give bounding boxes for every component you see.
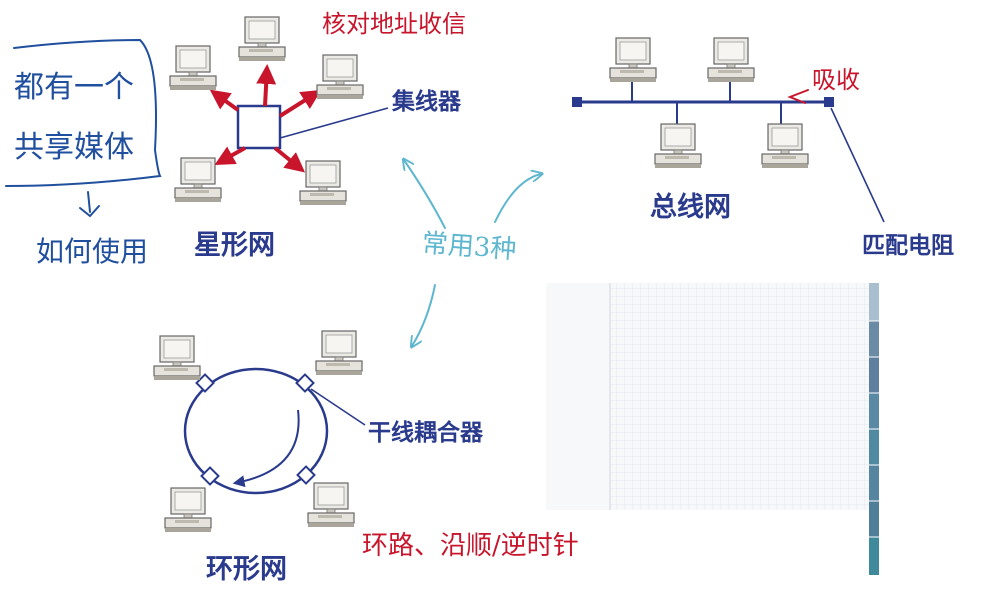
handwritten-absorb: 吸收 xyxy=(812,66,860,94)
terminator-label-pointer xyxy=(830,107,885,223)
bus-computer-4 xyxy=(761,123,809,169)
star-computer-upper-right xyxy=(316,54,364,100)
bus-terminator-right xyxy=(824,97,834,107)
ring-coupler-upper-left xyxy=(195,373,215,393)
bus-network-label: 总线网 xyxy=(650,192,731,223)
handwritten-how-to-use: 如何使用 xyxy=(36,235,149,268)
handwritten-common-three: 常用3种 xyxy=(420,228,518,266)
ring-trunk xyxy=(183,367,329,495)
handwritten-check-address: 核对地址收信 xyxy=(322,10,466,38)
star-link-top xyxy=(256,64,277,107)
ring-computer-lower-left xyxy=(164,487,212,533)
ring-direction-arrow xyxy=(232,409,300,488)
star-computer-lower-left xyxy=(174,157,222,203)
star-link-upper-right xyxy=(278,89,322,118)
ring-computer-upper-right xyxy=(315,330,363,376)
ring-computer-upper-left xyxy=(153,335,201,381)
cyan-arrow-to-ring xyxy=(412,284,436,346)
ring-coupler-lower-right xyxy=(296,465,316,485)
bracket-stroke xyxy=(5,38,162,187)
grid-paper-panel xyxy=(546,283,879,575)
star-network xyxy=(169,16,389,206)
handwritten-top-left: 都有一个共享媒体 xyxy=(14,70,134,165)
hub xyxy=(236,104,282,150)
handwritten-ring-direction: 环路、沿顺/逆时针 xyxy=(362,531,579,561)
hub-label-pointer xyxy=(279,107,389,139)
cyan-arrow-to-bus xyxy=(494,174,541,223)
ring-computer-lower-right xyxy=(307,482,355,528)
star-link-lower-left xyxy=(214,146,246,165)
down-arrow-stroke xyxy=(79,191,100,218)
star-computer-upper-left xyxy=(169,45,217,91)
ring-network-label: 环形网 xyxy=(206,554,287,585)
bus-computer-2 xyxy=(707,37,755,83)
bus-computer-3 xyxy=(654,123,702,169)
star-computer-lower-right xyxy=(299,160,347,206)
star-link-lower-right xyxy=(273,146,306,173)
ring-network xyxy=(153,330,366,533)
cyan-arrow-to-star xyxy=(404,160,446,229)
page-thumbnail-strip[interactable] xyxy=(869,283,879,575)
ring-coupler-lower-left xyxy=(200,466,220,486)
bus-computer-1 xyxy=(609,37,657,83)
ring-coupler-upper-right xyxy=(295,373,315,393)
star-computer-top xyxy=(238,16,286,62)
star-network-label: 星形网 xyxy=(194,230,275,261)
star-link-upper-left xyxy=(209,89,240,112)
red-arrow-to-terminator xyxy=(787,89,809,104)
coupler-label: 干线耦合器 xyxy=(368,420,483,446)
terminator-label: 匹配电阻 xyxy=(862,233,954,259)
coupler-label-pointer xyxy=(310,388,366,426)
bus-terminator-left xyxy=(572,97,582,107)
bus-network xyxy=(572,37,885,223)
hub-label: 集线器 xyxy=(392,89,461,115)
handwritten-marks xyxy=(5,38,809,346)
